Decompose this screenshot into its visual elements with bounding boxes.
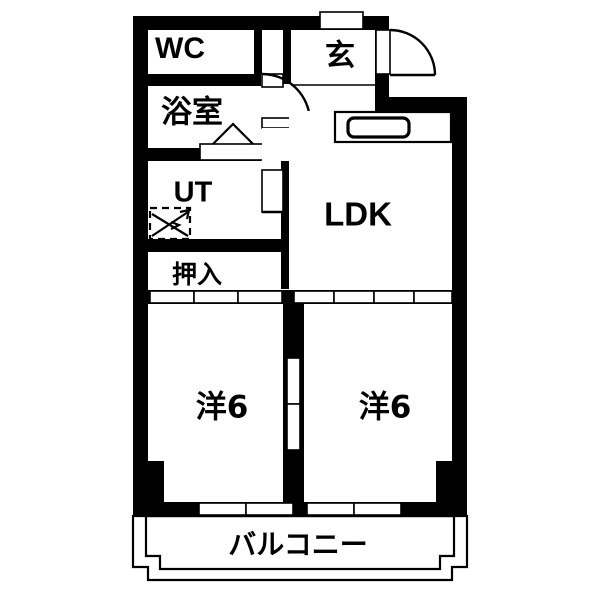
room-label-bedroom-left: 洋6 [196,390,249,426]
swing-door-entrance [375,28,437,77]
room-entrance[interactable]: 玄 [262,11,375,97]
room-ldk[interactable]: LDK [289,110,453,291]
sliding-glass-door-l1 [198,502,247,516]
sink-basin [346,116,411,139]
sliding-partition-left[interactable] [149,290,283,304]
room-ut[interactable]: UT [148,161,289,252]
room-closet[interactable]: 押入 [148,252,281,290]
balcony-sliding-doors[interactable] [198,502,402,516]
sliding-glass-door-r1 [306,502,355,516]
room-label-entrance: 玄 [325,39,355,74]
partition-row [148,290,467,304]
bedroom-divider-wall [283,304,304,502]
room-bedroom-right[interactable]: 洋6 [304,304,452,502]
room-label-bath: 浴室 [161,95,223,131]
room-label-closet: 押入 [172,260,222,289]
room-label-wc: WC [155,32,205,65]
sliding-partition-right[interactable] [293,290,453,304]
room-label-balcony: バルコニー [228,528,367,561]
room-label-ut: UT [174,177,213,209]
room-wc[interactable]: WC [148,30,262,86]
washing-machine-space [148,206,192,241]
shoe-cabinet [319,11,364,30]
room-label-ldk: LDK [324,196,392,233]
sliding-glass-door-l2 [245,502,294,516]
room-bedroom-left[interactable]: 洋6 [148,304,283,502]
kitchen-counter [333,110,453,144]
sliding-glass-door-r2 [353,502,402,516]
swing-door-ut [261,169,290,214]
balcony-area [131,514,469,582]
interior-door-between-bedrooms[interactable] [286,357,301,451]
room-label-bedroom-right: 洋6 [359,390,412,426]
